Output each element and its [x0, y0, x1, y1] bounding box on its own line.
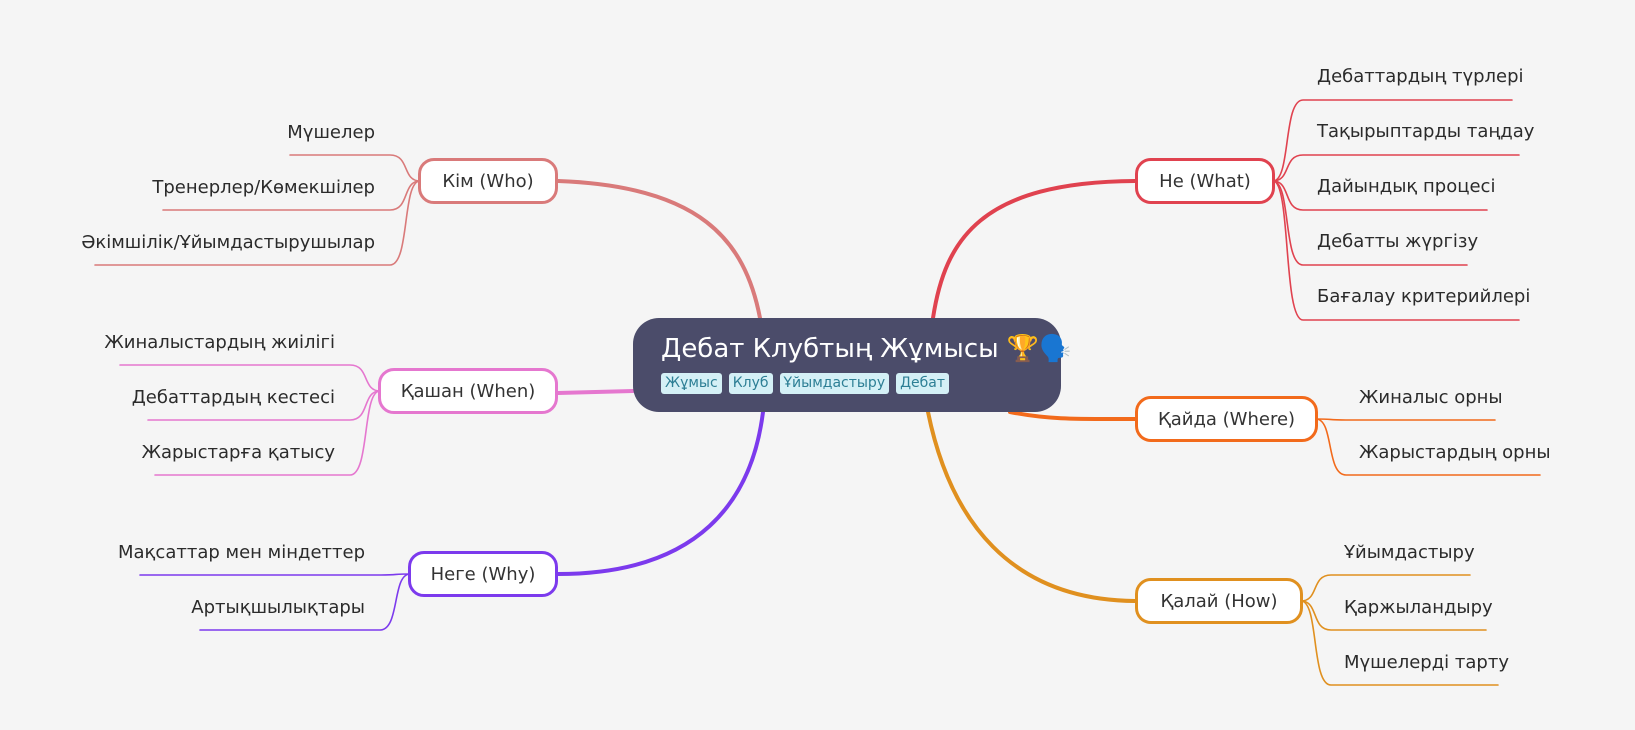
leaf-edge-when-0 [119, 364, 381, 392]
leaf-what-topics[interactable]: Тақырыптарды таңдау [1317, 121, 1535, 142]
branch-who[interactable]: Кім (Who) [418, 158, 558, 204]
central-topic[interactable]: Дебат Клубтың Жұмысы 🏆🗣️ Жұмыс Клуб Ұйым… [633, 318, 1072, 412]
leaf-edge-how-1 [1300, 600, 1487, 631]
leaf-how-organization[interactable]: Ұйымдастыру [1344, 542, 1475, 563]
leaf-what-types[interactable]: Дебаттардың түрлері [1317, 66, 1524, 87]
leaf-where-meeting-place[interactable]: Жиналыс орны [1359, 387, 1503, 408]
leaf-edge-what-0 [1272, 99, 1513, 182]
leaf-how-funding[interactable]: Қаржыландыру [1344, 597, 1493, 618]
leaf-when-competitions[interactable]: Жарыстарға қатысу [141, 442, 335, 463]
leaf-what-criteria[interactable]: Бағалау критерийлері [1317, 286, 1531, 307]
leaf-edge-why-1 [199, 573, 411, 631]
tag: Клуб [728, 373, 773, 394]
leaf-edge-who-2 [94, 180, 421, 266]
tag: Ұйымдастыру [779, 373, 890, 394]
tag: Дебат [896, 373, 950, 394]
leaf-what-conduct[interactable]: Дебатты жүргізу [1317, 231, 1479, 252]
leaf-edge-how-2 [1300, 600, 1499, 686]
leaf-when-frequency[interactable]: Жиналыстардың жиілігі [104, 332, 335, 353]
branch-what[interactable]: Не (What) [1135, 158, 1275, 204]
leaf-edge-when-1 [147, 390, 381, 421]
leaf-what-preparation[interactable]: Дайындық процесі [1317, 176, 1496, 197]
leaf-why-benefits[interactable]: Артықшылықтары [191, 597, 365, 618]
leaf-where-competition-place[interactable]: Жарыстардың орны [1359, 442, 1551, 463]
leaf-who-admin[interactable]: Әкімшілік/Ұйымдастырушылар [81, 232, 375, 253]
edge-when [556, 389, 635, 395]
branch-when[interactable]: Қашан (When) [378, 368, 558, 414]
tag-list: Жұмыс Клуб Ұйымдастыру Дебат [661, 373, 1061, 394]
leaf-edge-how-0 [1300, 574, 1471, 602]
edge-why [556, 410, 765, 576]
leaf-edge-what-4 [1272, 180, 1520, 321]
leaf-edge-what-3 [1272, 180, 1468, 266]
branch-why[interactable]: Неге (Why) [408, 551, 558, 597]
leaf-why-goals[interactable]: Мақсаттар мен міндеттер [118, 542, 365, 563]
leaf-who-members[interactable]: Мүшелер [287, 122, 375, 143]
leaf-edge-what-1 [1272, 154, 1520, 182]
leaf-edge-where-1 [1315, 418, 1541, 476]
edge-how [926, 410, 1137, 603]
leaf-edge-what-2 [1272, 180, 1488, 211]
leaf-who-trainers[interactable]: Тренерлер/Көмекшілер [152, 177, 375, 198]
leaf-edge-who-0 [289, 154, 421, 182]
tag: Жұмыс [661, 373, 722, 394]
edge-who [556, 179, 762, 320]
leaf-edge-who-1 [162, 180, 421, 211]
leaf-edge-why-0 [139, 573, 411, 576]
edge-what [931, 179, 1137, 320]
branch-how[interactable]: Қалай (How) [1135, 578, 1303, 624]
edge-where [1008, 410, 1137, 422]
central-topic-title: Дебат Клубтың Жұмысы 🏆🗣️ [661, 334, 1072, 364]
leaf-when-schedule[interactable]: Дебаттардың кестесі [131, 387, 335, 408]
branch-where[interactable]: Қайда (Where) [1135, 396, 1318, 442]
leaf-edge-when-2 [154, 390, 381, 476]
leaf-how-recruitment[interactable]: Мүшелерді тарту [1344, 652, 1509, 673]
leaf-edge-where-0 [1315, 418, 1496, 421]
